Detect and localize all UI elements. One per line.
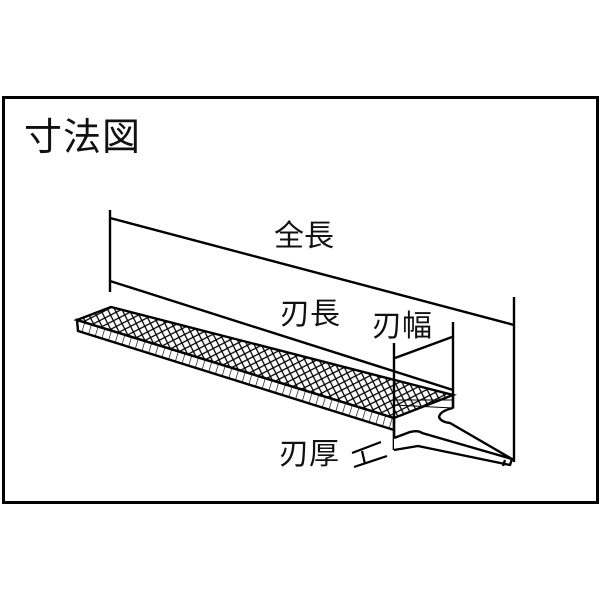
overall-length-dimension	[108, 210, 516, 462]
blade-thickness-marker	[351, 440, 388, 469]
label-overall-length: 全長	[274, 219, 334, 254]
label-blade-width: 刃幅	[372, 309, 432, 344]
blade-length-dimension	[109, 279, 454, 392]
file-body	[73, 305, 457, 450]
label-blade-length: 刃長	[280, 297, 340, 332]
diagram-frame	[2, 96, 599, 504]
file-tang	[393, 406, 514, 467]
label-blade-thickness: 刃厚	[279, 437, 339, 472]
diagram-title: 寸法図	[24, 115, 142, 159]
